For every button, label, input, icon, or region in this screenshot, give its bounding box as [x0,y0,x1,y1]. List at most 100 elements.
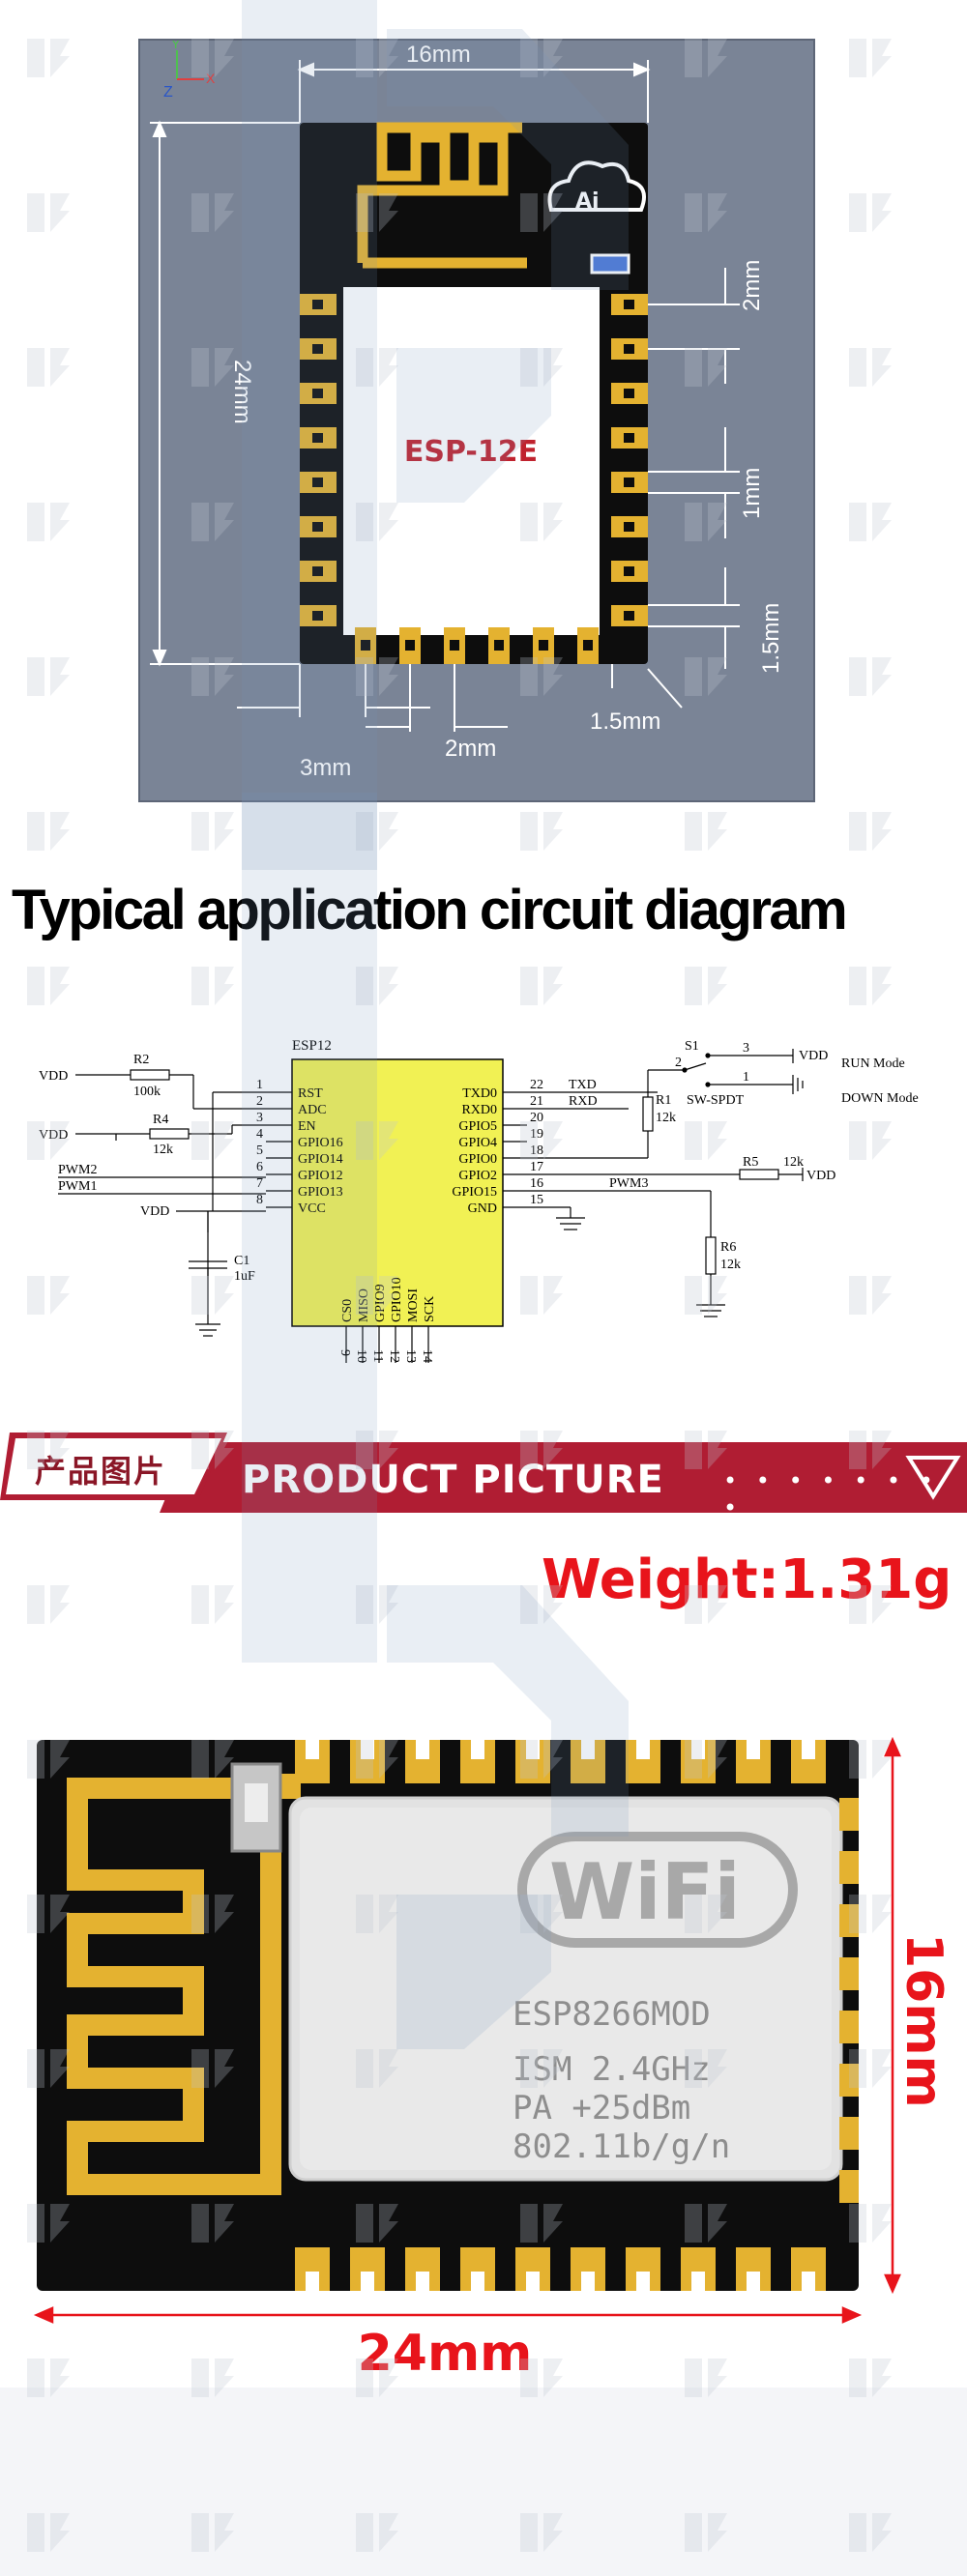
watermark-glyph [841,338,899,396]
watermark-glyph [841,493,899,551]
c1-label: C1 [234,1254,249,1268]
c1-value: 1uF [234,1269,255,1284]
vdd-label: VDD [39,1128,68,1143]
r1-label: R1 [656,1093,671,1108]
bottom-pads [295,2247,826,2291]
banner-dots: • • • • • • • • [723,1467,939,1521]
left-pads [300,294,337,626]
pin-name: EN [298,1119,316,1134]
axis-y-label: Y [171,41,181,51]
small-capacitor [590,253,630,275]
pin-num: 4 [256,1127,263,1142]
pin-num: 16 [530,1176,543,1191]
pin-num: 8 [256,1193,263,1207]
right-wiring [527,1049,804,1317]
footprint-drawing: Z X Y Ai ESP-12E [150,41,784,781]
product-picture-banner [0,1433,967,1513]
pin-num: 19 [530,1127,543,1142]
r1-value: 12k [656,1111,676,1125]
pin-num: 1 [256,1078,263,1092]
circuit-title: Typical application circuit diagram [12,879,848,941]
pwm3-label: PWM3 [609,1176,648,1191]
right-edge-pads [839,1798,859,2203]
pin-name: GPIO15 [452,1185,497,1200]
pin-name: SCK [423,1296,437,1322]
down-mode-label: DOWN Mode [841,1091,919,1106]
watermark-glyph [841,957,899,1015]
dim-pin-pitch-right: 2mm [739,260,765,311]
watermark-glyph [841,29,899,87]
triangle-icon [905,1456,961,1500]
pin-name: GPIO14 [298,1152,343,1167]
watermark-glyph [184,802,242,860]
pin-name: GPIO13 [298,1185,343,1200]
pin-num: 11 [370,1349,385,1362]
axis-x-label: X [206,71,216,86]
pin-num: 6 [256,1160,263,1174]
dim-bottom-offset: 1.5mm [590,709,660,735]
axis-indicator: Z X Y [163,41,216,101]
watermark-glyph [184,1576,242,1634]
pin-name: RXD0 [461,1103,497,1117]
pin-name: GPIO16 [298,1136,343,1150]
dim-width: 16mm [406,42,471,68]
watermark-glyph [513,802,571,860]
module-name: ESP-12E [404,435,538,469]
watermark-glyph [841,802,899,860]
pin-num: 15 [530,1193,543,1207]
pin-num: 22 [530,1078,543,1092]
rxd-label: RXD [569,1094,598,1109]
pin-num: 17 [530,1160,543,1174]
pin-num: 9 [337,1349,352,1356]
watermark-glyph [19,338,77,396]
banner-english: PRODUCT PICTURE [242,1458,664,1502]
bottom-pads [355,627,599,664]
wifi-logo: WiFi [517,1832,798,1948]
product-photo: WiFi ESP8266MOD ISM 2.4GHz PA +25dBm 802… [33,1736,952,2383]
shield-line-1: ESP8266MOD [513,1995,711,2034]
r2-label: R2 [133,1053,149,1067]
pin-num: 5 [256,1143,263,1158]
pwm2-label: PWM2 [58,1163,97,1177]
watermark-glyph [19,957,77,1015]
dimension-arrows [33,1736,901,2324]
vdd-label: VDD [39,1069,68,1084]
pin-num: 2 [256,1094,263,1109]
banner-chinese: 产品图片 [35,1453,167,1490]
dim-pad-width: 1mm [739,468,765,519]
pin-name: VCC [298,1201,326,1216]
pin-num: 7 [256,1176,263,1191]
vdd-label: VDD [806,1169,835,1183]
ai-cloud-logo: Ai [547,160,646,214]
switch-type: SW-SPDT [687,1093,745,1108]
pin-name: MOSI [406,1288,421,1322]
run-mode-label: RUN Mode [841,1056,905,1071]
pin-name: GPIO9 [373,1284,388,1322]
switch-pin-2: 2 [675,1056,682,1070]
antenna-trace [67,1774,301,2195]
pin-num: 10 [354,1349,368,1363]
chip-name: ESP12 [292,1038,332,1054]
left-pins: 1 RST 2 ADC 3 EN 4 GPIO16 5 GPIO14 6 GPI… [256,1078,343,1216]
ai-logo-text: Ai [575,189,600,214]
watermark-glyph [19,29,77,87]
pin-name: ADC [298,1103,327,1117]
watermark-glyph [348,802,406,860]
length-label: 24mm [358,2325,533,2383]
pin-num: 14 [420,1349,434,1363]
watermark-glyph [841,648,899,706]
watermark-glyph [513,957,571,1015]
pin-num: 3 [256,1111,263,1125]
r5-label: R5 [743,1155,758,1170]
banner-red-bar [160,1442,967,1513]
r4-label: R4 [153,1113,168,1127]
shield-line-3: PA +25dBm [513,2089,690,2127]
switch-pin-3: 3 [743,1041,749,1056]
pin-name: GND [468,1201,497,1216]
dimension-lines [150,60,740,732]
vdd-label: VDD [799,1049,828,1063]
pin-num: 21 [530,1094,543,1109]
dim-pin-pitch-bottom: 2mm [445,736,496,762]
weight-label: Weight:1.31g [542,1548,952,1611]
r2-value: 100k [133,1085,161,1099]
